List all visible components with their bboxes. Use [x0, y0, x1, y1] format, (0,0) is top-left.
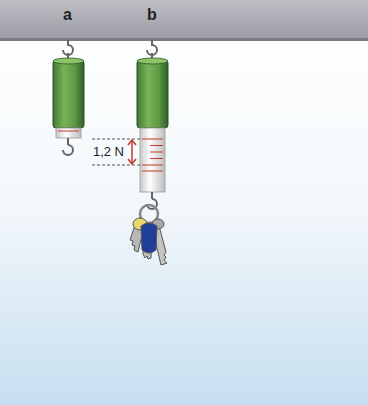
scale-letter: a	[63, 6, 72, 24]
force-dimension: 1,2 N	[93, 144, 124, 159]
scale-letter: b	[147, 6, 157, 24]
